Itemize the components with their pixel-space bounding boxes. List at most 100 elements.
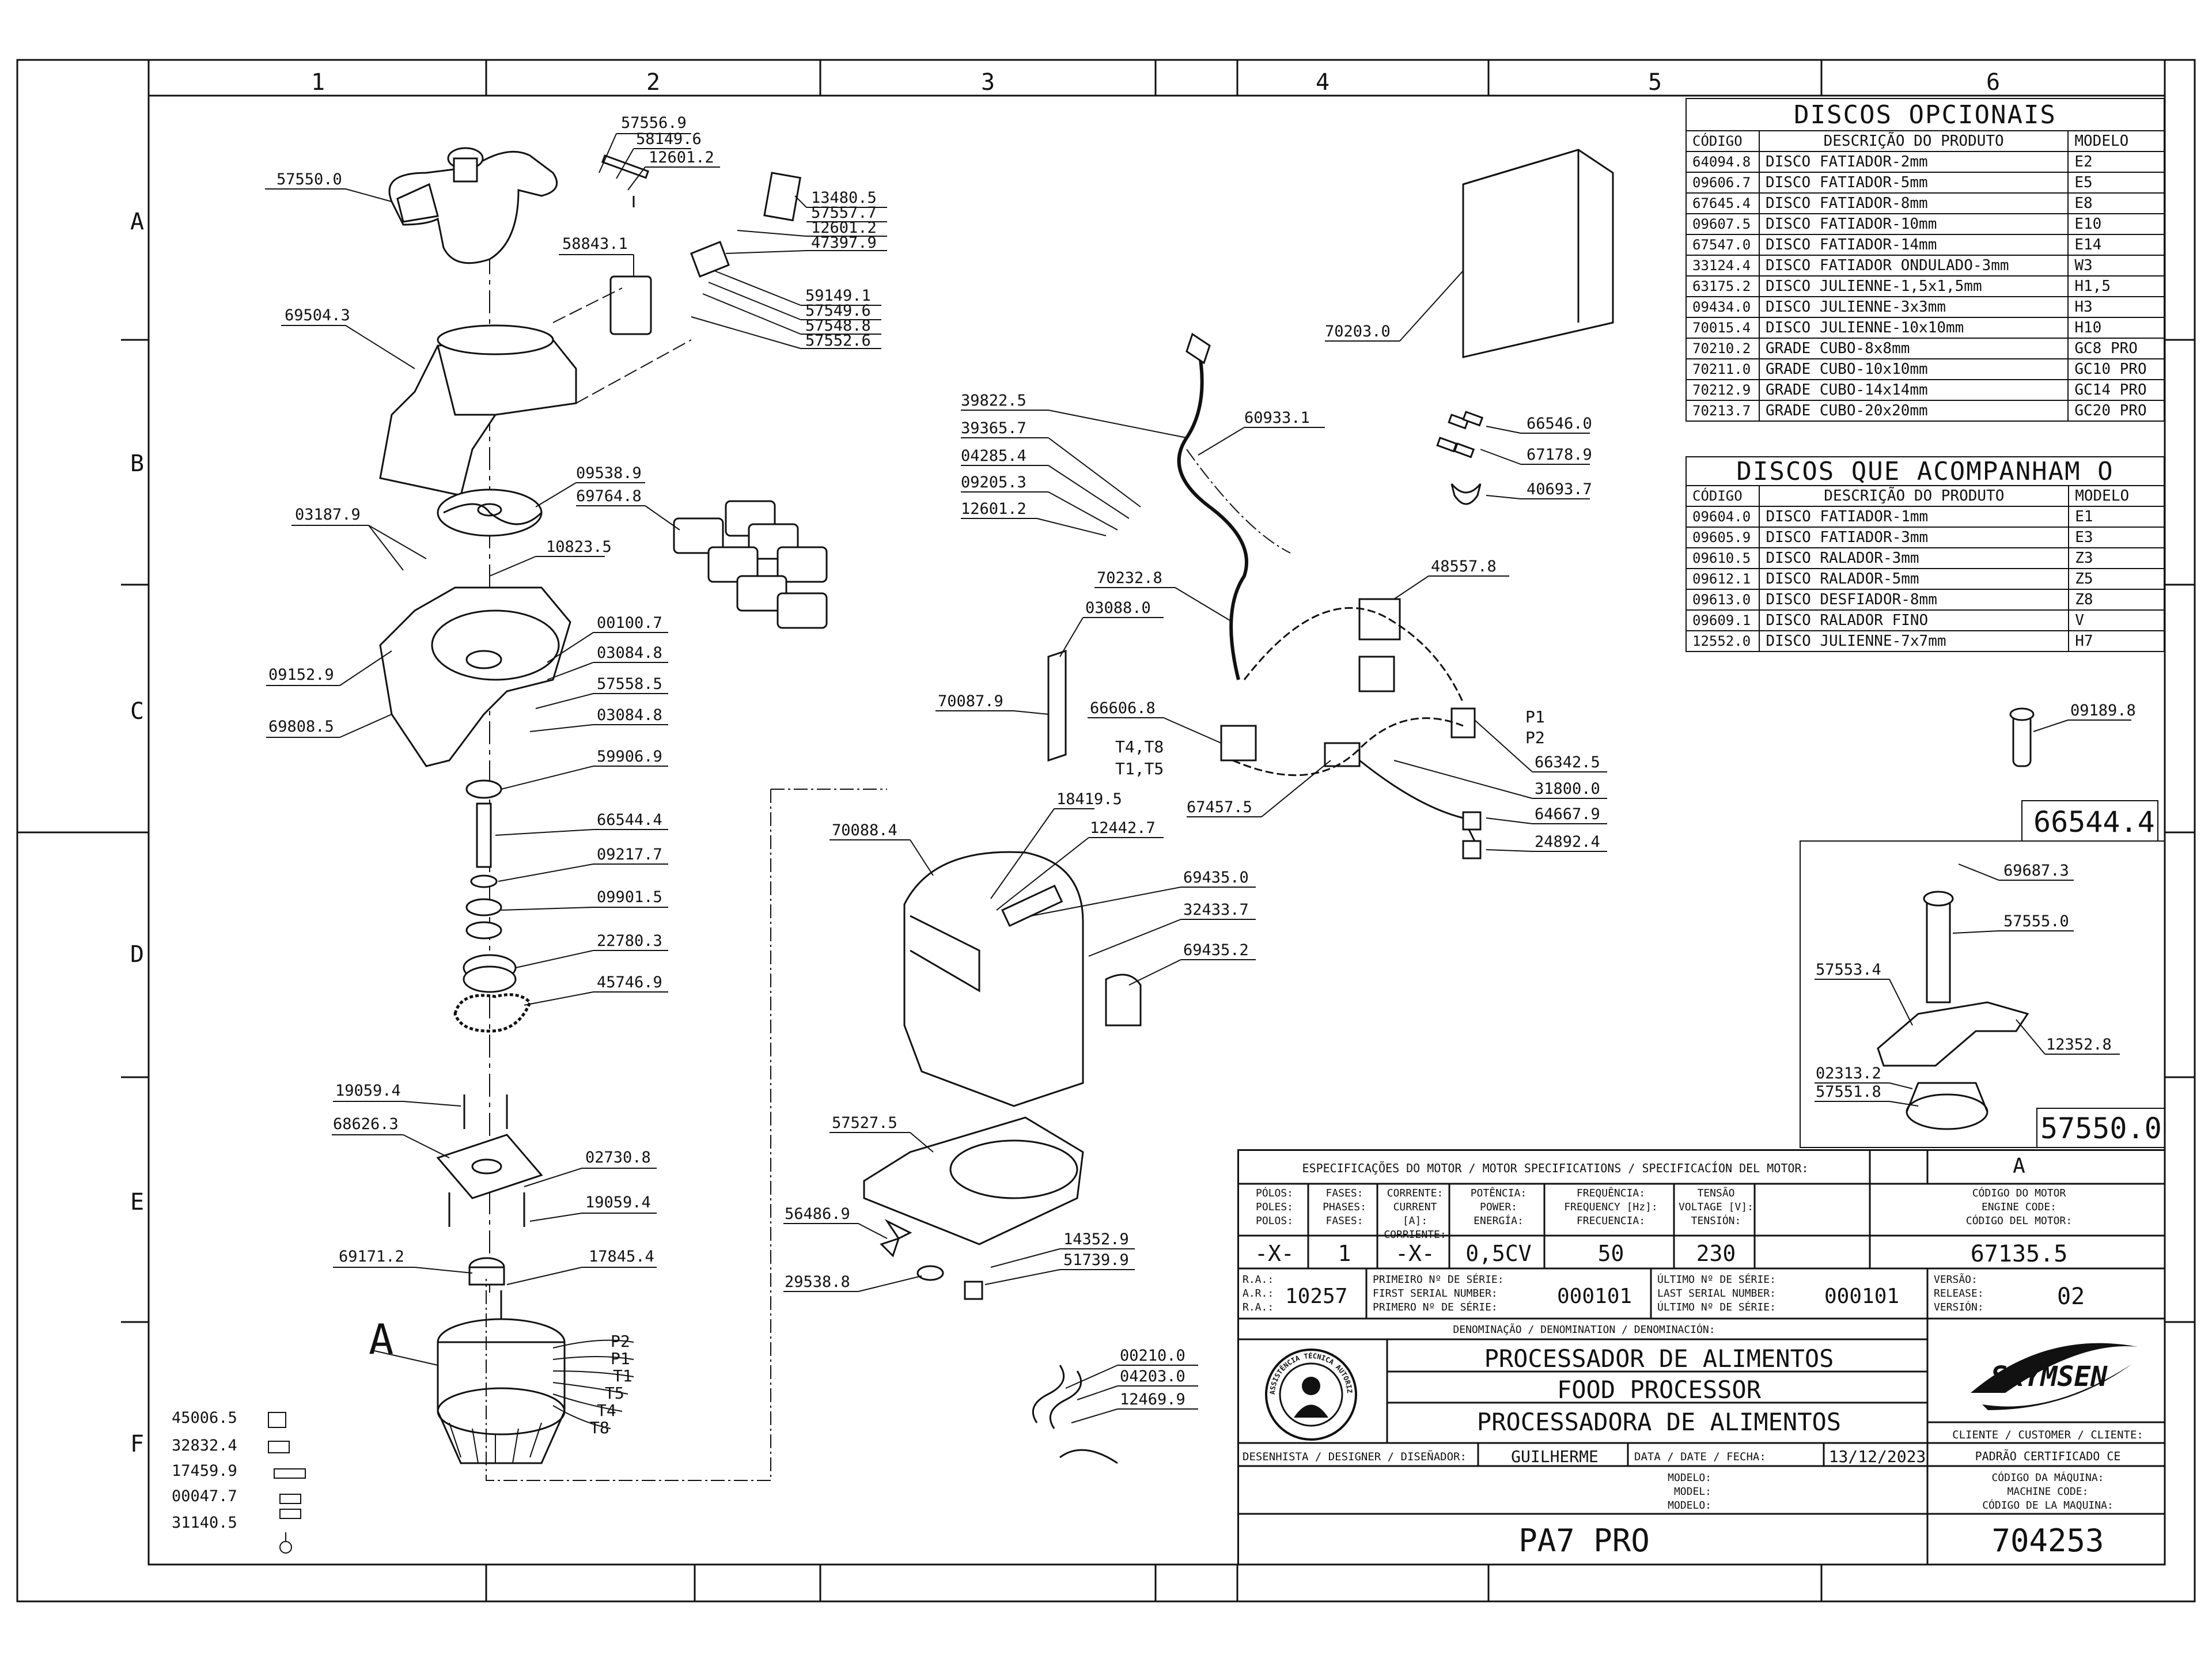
disc-model: GC20 PRO (2067, 400, 2165, 422)
wire-label: T8 (590, 1418, 609, 1437)
disc-model: E5 (2067, 172, 2165, 194)
part-label: 39365.7 (961, 419, 1027, 437)
included-discs-panel: DISCOS QUE ACOMPANHAM O PRODUTO (1685, 456, 2165, 515)
disc-description: DISCO FATIADOR-8mm (1758, 192, 2069, 214)
part-label: 22780.3 (597, 932, 662, 950)
part-label: 70087.9 (938, 692, 1003, 710)
disc-description: DISCO RALADOR FINO (1759, 609, 2070, 631)
col-label-4: 4 (1316, 69, 1330, 96)
disc-code: 70211.0 (1685, 358, 1760, 380)
part-label: 57553.4 (1816, 961, 1881, 979)
client-label: CLIENTE / CUSTOMER / CLIENTE: (1952, 1429, 2143, 1441)
col-header-model: MODELO (2067, 130, 2165, 152)
disc-model: H3 (2067, 296, 2165, 318)
part-label: 56486.9 (785, 1205, 850, 1223)
part-label: 31140.5 (172, 1514, 237, 1532)
date-value: 13/12/2023 (1828, 1447, 1926, 1466)
disc-description: GRADE CUBO-14x14mm (1758, 379, 2069, 401)
wire-label: P2 (611, 1332, 630, 1351)
part-label: 12601.2 (649, 149, 714, 166)
disc-code: 67547.0 (1685, 234, 1760, 256)
disc-model: H7 (2068, 630, 2165, 652)
spec-value-engine-code: 67135.5 (1970, 1241, 2068, 1267)
detail-callout-66544: 66544.4 (2033, 805, 2155, 839)
part-label: 57557.7 (811, 204, 877, 222)
optional-discs-panel: DISCOS OPCIONAIS (1685, 98, 2165, 131)
part-label: 69504.3 (285, 306, 350, 324)
denomination-label: DENOMINAÇÃO / DENOMINATION / DENOMINACIÓ… (1453, 1324, 1715, 1336)
part-label: 09901.5 (597, 888, 662, 906)
spec-value-voltage: 230 (1696, 1241, 1736, 1266)
col-header-model: MODELO (2068, 485, 2165, 507)
part-label: 19059.4 (585, 1194, 651, 1211)
part-label: 57551.8 (1816, 1083, 1881, 1101)
part-label: 09189.8 (2070, 702, 2136, 719)
disc-model: Z3 (2068, 547, 2165, 569)
disc-code: 09613.0 (1685, 589, 1760, 611)
part-label: 03084.8 (597, 706, 662, 724)
machine-code-value: 704253 (1991, 1522, 2104, 1559)
row-label-D: D (130, 941, 144, 968)
part-label: 57550.0 (276, 171, 342, 188)
col-header-description: DESCRIÇÃO DO PRODUTO (1759, 485, 2070, 507)
disc-description: DISCO FATIADOR-3mm (1759, 527, 2070, 548)
disc-model: E2 (2067, 151, 2165, 173)
part-label: 10823.5 (546, 538, 612, 556)
col-header-code: CÓDIGO (1685, 130, 1760, 152)
part-label: 12601.2 (811, 219, 877, 237)
wire-label: P1 (1525, 707, 1545, 726)
title-block-grid (1237, 1149, 2165, 1565)
disc-code: 70015.4 (1685, 317, 1760, 339)
title-block: ESPECIFICAÇÕES DO MOTOR / MOTOR SPECIFIC… (1237, 1149, 2165, 1565)
spec-header-current: CORRENTE: CURRENT [A]: CORRIENTE: (1384, 1187, 1446, 1241)
disc-code: 09607.5 (1685, 213, 1760, 235)
spec-header-voltage: TENSÃO VOLTAGE [V]: TENSIÓN: (1678, 1187, 1754, 1227)
disc-code: 70212.9 (1685, 379, 1760, 401)
disc-description: DISCO DESFIADOR-8mm (1759, 589, 2070, 611)
disc-code: 09605.9 (1685, 527, 1760, 548)
part-label: 40693.7 (1527, 480, 1592, 498)
detail-callout-57550: 57550.0 (2040, 1112, 2162, 1145)
product-name-pt: PROCESSADOR DE ALIMENTOS (1484, 1344, 1834, 1373)
parts-illustration (379, 147, 2035, 1464)
disc-code: 09610.5 (1685, 547, 1760, 569)
designer-label: DESENHISTA / DESIGNER / DISEÑADOR: (1243, 1450, 1467, 1463)
spec-header-engine-code: CÓDIGO DO MOTOR ENGINE CODE: CÓDIGO DEL … (1965, 1187, 2073, 1227)
last-serial-labels: ÚLTIMO Nº DE SÉRIE: LAST SERIAL NUMBER: … (1657, 1274, 1776, 1313)
part-label: 70203.0 (1325, 323, 1391, 340)
disc-description: DISCO FATIADOR-10mm (1758, 213, 2069, 235)
first-serial-labels: PRIMEIRO Nº DE SÉRIE: FIRST SERIAL NUMBE… (1373, 1274, 1504, 1313)
authorized-service-stamp: ASSISTÊNCIA TÉCNICA AUTORIZADA (1262, 1346, 1357, 1441)
part-label: 69435.0 (1183, 869, 1249, 887)
disc-model: E10 (2067, 213, 2165, 235)
part-label: 60933.1 (1244, 409, 1310, 427)
part-label: 12601.2 (961, 500, 1027, 518)
disc-code: 09604.0 (1685, 506, 1760, 528)
spec-value-phases: 1 (1338, 1241, 1351, 1266)
part-label: 09217.7 (597, 846, 662, 863)
ra-value: 10257 (1285, 1285, 1348, 1308)
disc-model: GC10 PRO (2067, 358, 2165, 380)
part-label: 57548.8 (805, 317, 871, 335)
part-label: 59906.9 (597, 748, 662, 766)
client-value: PADRÃO CERTIFICADO CE (1975, 1449, 2121, 1463)
disc-description: DISCO JULIENNE-1,5x1,5mm (1758, 275, 2069, 297)
spec-header-phases: FASES: PHASES: FASES: (1323, 1187, 1366, 1227)
part-label: 69171.2 (339, 1248, 404, 1266)
part-label: 02730.8 (585, 1149, 651, 1166)
part-label: 17459.9 (172, 1462, 237, 1480)
disc-model: W3 (2067, 255, 2165, 276)
disc-model: E8 (2067, 192, 2165, 214)
disc-description: GRADE CUBO-20x20mm (1758, 400, 2069, 422)
disc-model: H1,5 (2067, 275, 2165, 297)
